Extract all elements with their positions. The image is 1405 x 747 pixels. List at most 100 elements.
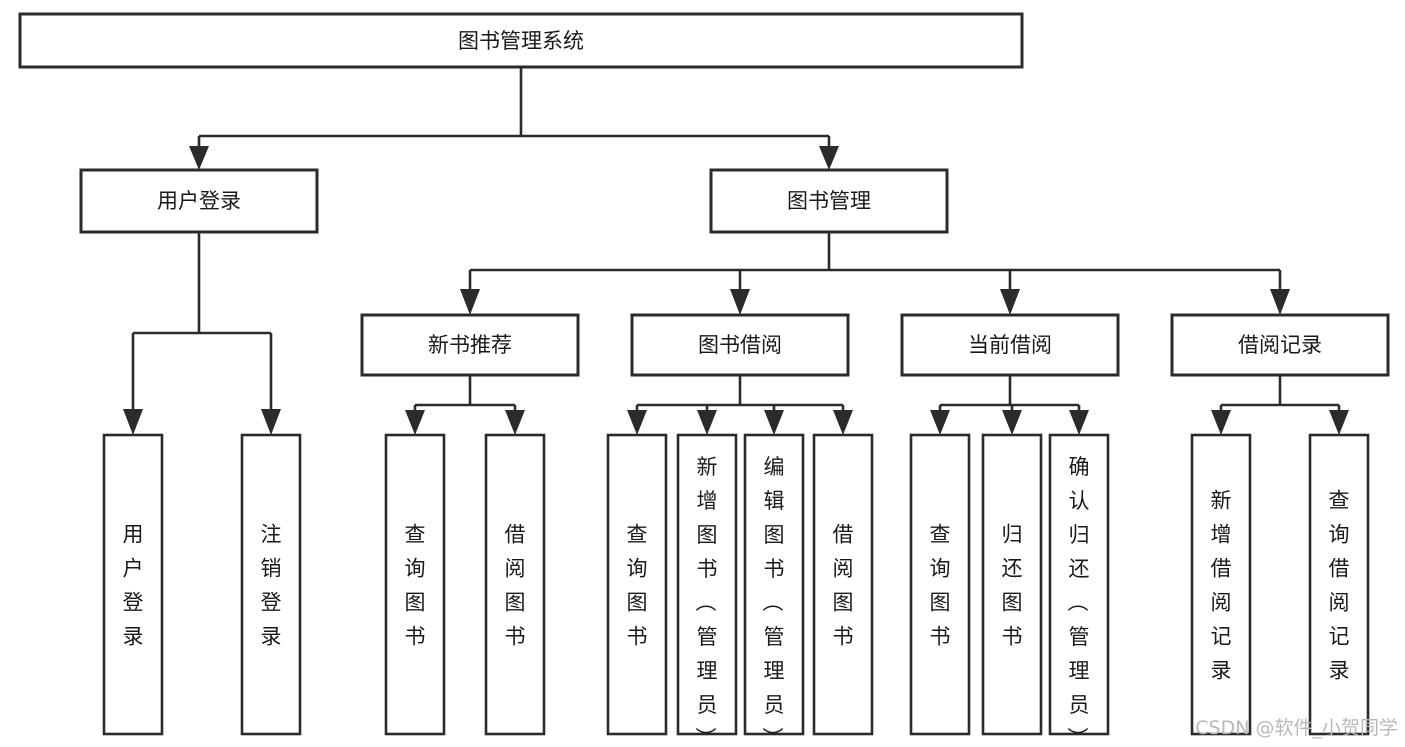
leaf-label-glyph: 还 — [1069, 557, 1090, 581]
leaf-label-glyph: 阅 — [1329, 591, 1350, 615]
arrow-to-book-mgmt — [819, 146, 839, 170]
leaf-label-glyph: 询 — [1329, 523, 1350, 547]
leaf-label-glyph: 书 — [405, 625, 426, 649]
node-root[interactable]: 图书管理系统 — [18, 12, 1024, 69]
node-book-management[interactable]: 图书管理 — [709, 168, 949, 234]
leaf-user-login-box[interactable] — [102, 433, 164, 736]
node-user-login-box[interactable] — [79, 168, 319, 234]
leaf-label-glyph: 员 — [697, 693, 718, 717]
leaf-label-glyph: 归 — [1069, 523, 1090, 547]
leaf-label-glyph: 记 — [1329, 625, 1350, 649]
node-borrow-record[interactable]: 借阅记录 — [1170, 313, 1390, 377]
arrow-nbr-leaf-1 — [405, 410, 425, 435]
leaf-label-glyph: 登 — [261, 591, 282, 615]
leaf-nbr-borrow-book-box[interactable] — [484, 433, 546, 736]
arrow-br-leaf-2 — [1329, 410, 1349, 435]
leaf-label-glyph: ） — [1065, 727, 1089, 747]
arrow-nbr-leaf-2 — [505, 410, 525, 435]
leaf-nbr-query-book-box[interactable] — [384, 433, 446, 736]
leaf-label-glyph: 录 — [1211, 659, 1232, 683]
leaf-br-query-record-box[interactable] — [1308, 433, 1370, 736]
leaf-label-glyph: 还 — [1002, 557, 1023, 581]
arrow-bb-leaf-3 — [764, 410, 784, 435]
arrow-cb-leaf-3 — [1069, 410, 1089, 435]
node-borrow-record-label: 借阅记录 — [1238, 333, 1322, 357]
leaf-cb-query-book-box[interactable] — [909, 433, 971, 736]
leaf-label-glyph: 录 — [123, 625, 144, 649]
leaf-label-glyph: 登 — [123, 591, 144, 615]
leaf-label-glyph: 借 — [1211, 557, 1232, 581]
arrow-to-borrow-record — [1270, 289, 1290, 315]
leaf-cb-confirm-return-box[interactable] — [1048, 433, 1110, 736]
node-borrow-record-box[interactable] — [1170, 313, 1390, 377]
node-new-book-recommend-box[interactable] — [360, 313, 580, 377]
leaf-label-glyph: 确 — [1069, 455, 1090, 479]
leaf-bb-borrow-book-box[interactable] — [812, 433, 874, 736]
leaf-label-glyph: 查 — [1329, 489, 1350, 513]
leaf-label-glyph: 新 — [1211, 489, 1232, 513]
leaf-logout-box[interactable] — [240, 433, 302, 736]
leaf-label-glyph: 理 — [697, 659, 718, 683]
leaf-label-glyph: 借 — [1329, 557, 1350, 581]
node-user-login-label: 用户登录 — [157, 189, 241, 213]
leaf-label-glyph: 用 — [123, 523, 144, 547]
node-book-borrow-box[interactable] — [630, 313, 850, 377]
leaf-label-glyph: 询 — [627, 557, 648, 581]
leaf-bb-query-book-box[interactable] — [606, 433, 668, 736]
node-book-management-box[interactable] — [709, 168, 949, 234]
leaf-label-glyph: 增 — [1211, 523, 1232, 547]
arrow-to-leaf-logout — [261, 409, 281, 435]
node-current-borrow[interactable]: 当前借阅 — [900, 313, 1120, 377]
leaf-label-glyph: 图 — [627, 591, 648, 615]
arrow-cb-leaf-2 — [1002, 410, 1022, 435]
leaf-label-glyph: 图 — [764, 523, 785, 547]
node-user-login[interactable]: 用户登录 — [79, 168, 319, 234]
node-current-borrow-box[interactable] — [900, 313, 1120, 377]
leaf-label-glyph: 图 — [833, 591, 854, 615]
leaf-label-glyph: 书 — [1002, 625, 1023, 649]
leaf-label-glyph: 书 — [505, 625, 526, 649]
leaf-label-glyph: 管 — [697, 625, 718, 649]
leaf-node[interactable]: 用户登录 — [102, 433, 164, 736]
node-new-book-recommend[interactable]: 新书推荐 — [360, 313, 580, 377]
leaf-label-glyph: 借 — [505, 523, 526, 547]
node-book-borrow[interactable]: 图书借阅 — [630, 313, 850, 377]
node-new-book-recommend-label: 新书推荐 — [428, 333, 512, 357]
node-root-box[interactable] — [18, 12, 1024, 69]
leaf-label-glyph: 借 — [833, 523, 854, 547]
arrow-cb-leaf-1 — [930, 410, 950, 435]
leaf-label-glyph: 图 — [505, 591, 526, 615]
leaf-label-glyph: 员 — [1069, 693, 1090, 717]
leaf-bb-edit-book-box[interactable] — [743, 433, 805, 736]
leaf-label-glyph: 录 — [261, 625, 282, 649]
arrow-to-leaf-user-login — [123, 409, 143, 435]
leaf-label-glyph: 询 — [930, 557, 951, 581]
leaf-bb-add-book-box[interactable] — [676, 433, 738, 736]
arrow-to-current-borrow — [1000, 289, 1020, 315]
csdn-watermark: CSDN @软件_小贺同学 — [1195, 717, 1398, 739]
arrow-bb-leaf-1 — [627, 410, 647, 435]
leaf-label-glyph: 图 — [405, 591, 426, 615]
leaf-label-glyph: 员 — [764, 693, 785, 717]
leaf-label-glyph: 查 — [930, 523, 951, 547]
leaf-label-glyph: 管 — [1069, 625, 1090, 649]
leaf-cb-return-book-box[interactable] — [981, 433, 1043, 736]
connector-layer — [123, 67, 1349, 435]
leaf-label-glyph: 户 — [123, 557, 144, 581]
leaf-label-glyph: 图 — [1002, 591, 1023, 615]
leaf-br-add-record-box[interactable] — [1190, 433, 1252, 736]
